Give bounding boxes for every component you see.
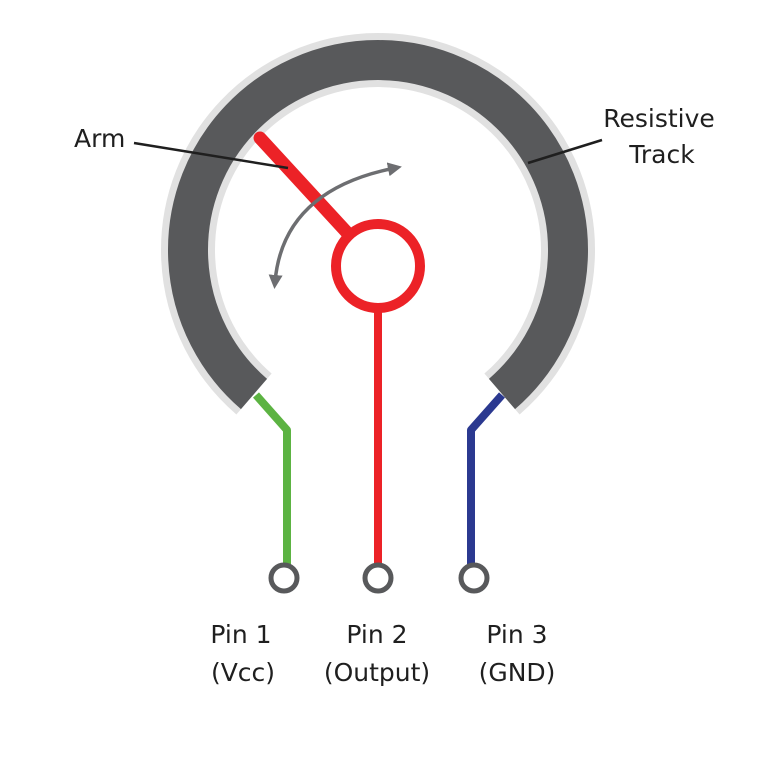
arm-label: Arm bbox=[74, 124, 125, 153]
pin-2-name: Pin 2 bbox=[346, 620, 407, 649]
pin-2-terminal bbox=[362, 562, 394, 594]
pin-3-terminal bbox=[458, 562, 490, 594]
wiper-hub bbox=[331, 219, 425, 313]
pin-1-terminal bbox=[268, 562, 300, 594]
pin-3-name: Pin 3 bbox=[486, 620, 547, 649]
track-leader-line bbox=[527, 138, 603, 165]
pin-1-lead bbox=[253, 392, 291, 566]
pin-1-role: (Vcc) bbox=[211, 658, 275, 687]
pin-1-name: Pin 1 bbox=[210, 620, 271, 649]
rotation-arrow bbox=[268, 162, 402, 289]
resistive-track bbox=[168, 40, 588, 410]
resistive-track-label-line1: Resistive bbox=[603, 104, 715, 133]
pin-3-role: (GND) bbox=[479, 658, 556, 687]
pin-3-lead bbox=[467, 392, 505, 566]
arm-leader-line bbox=[133, 141, 289, 170]
pin-2-role: (Output) bbox=[324, 658, 430, 687]
resistive-track-label-line2: Track bbox=[628, 140, 695, 169]
